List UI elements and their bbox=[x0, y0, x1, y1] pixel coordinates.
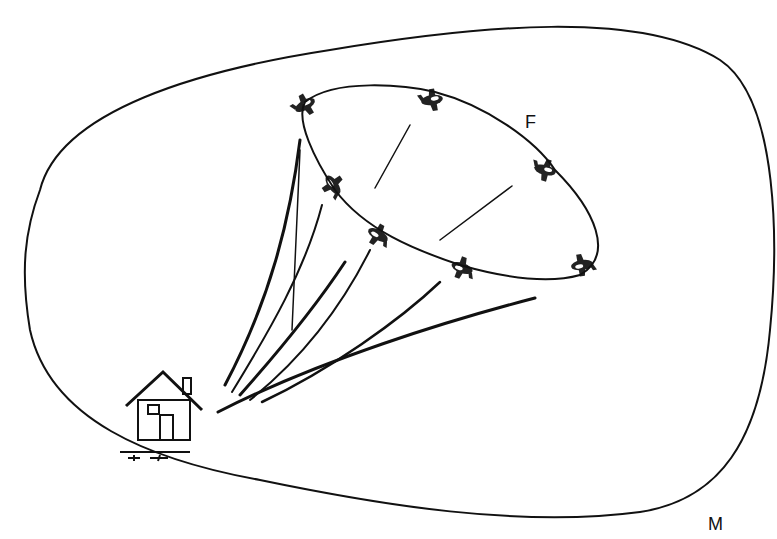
orbit-loop-shape bbox=[295, 70, 615, 290]
region-label: F bbox=[525, 112, 536, 132]
orbit-loop: F bbox=[295, 70, 615, 290]
region-label: M bbox=[708, 514, 723, 534]
